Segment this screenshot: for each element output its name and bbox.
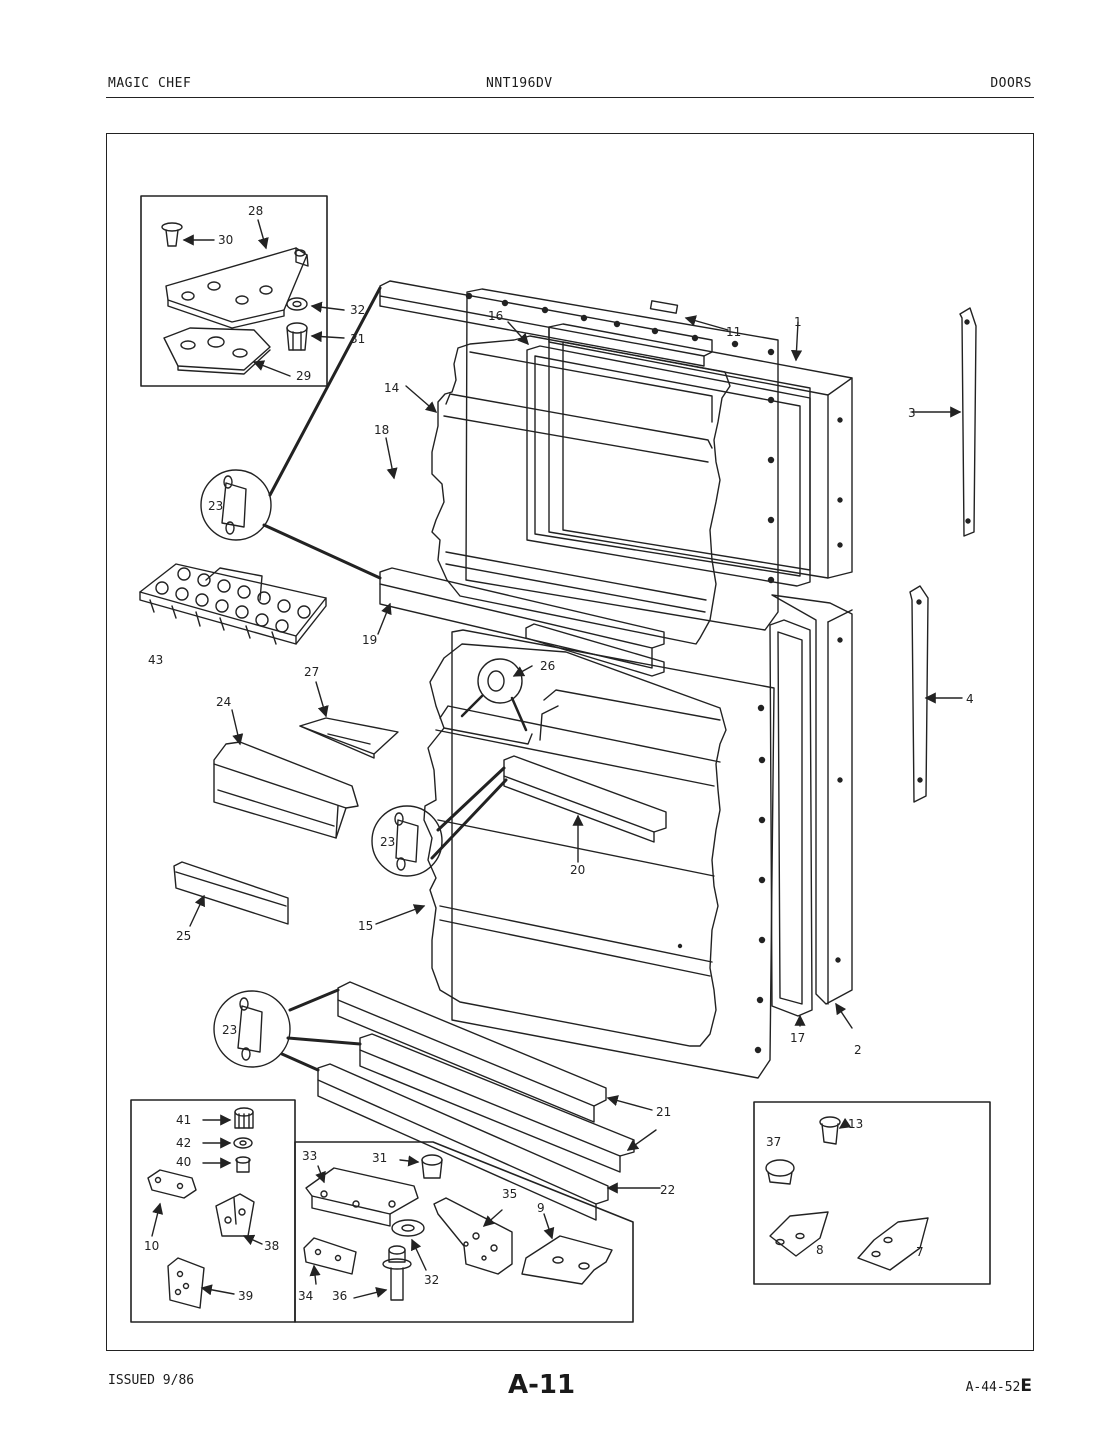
header-brand: MAGIC CHEF (108, 76, 192, 91)
freezer-bottom-bar (379, 567, 665, 669)
dairy-door-cover (299, 717, 399, 759)
screw-icon (161, 222, 183, 247)
callout-8: 8 (816, 1243, 824, 1257)
footer-page-number: A-11 (508, 1370, 576, 1400)
dairy-compartment (213, 741, 359, 839)
egg-tray (139, 563, 327, 645)
callout-21: 21 (656, 1105, 671, 1119)
freezer-shelf-bar (379, 280, 713, 367)
callout-34: 34 (298, 1289, 313, 1303)
callout-27: 27 (304, 665, 319, 679)
callout-33: 33 (302, 1149, 317, 1163)
callout-25: 25 (176, 929, 191, 943)
callout-35: 35 (502, 1187, 517, 1201)
callout-40: 40 (176, 1155, 191, 1169)
callout-16: 16 (488, 309, 503, 323)
callout-19: 19 (362, 633, 377, 647)
fresh-food-door-outer (771, 594, 853, 1005)
callout-37: 37 (766, 1135, 781, 1149)
footer-code-prefix: A-44-52 (965, 1380, 1021, 1395)
callout-29: 29 (296, 369, 311, 383)
footer-document-code: A-44-52E (966, 1376, 1032, 1396)
center-hinge-inset (294, 1141, 634, 1323)
bushing-icon (286, 322, 308, 351)
callout-32: 32 (424, 1273, 439, 1287)
door-stop-inset (753, 1101, 991, 1285)
header-model: NNT196DV (486, 76, 553, 91)
callout-7: 7 (916, 1245, 924, 1259)
top-hinge-inset (140, 195, 345, 387)
callout-24: 24 (216, 695, 231, 709)
freezer-door-liner (431, 288, 779, 645)
callout-31: 31 (350, 332, 365, 346)
callout-32: 32 (350, 303, 365, 317)
diagram-frame (106, 133, 1034, 1351)
callout-14: 14 (384, 381, 399, 395)
footer-code-suffix: E (1020, 1376, 1032, 1396)
callout-39: 39 (238, 1289, 253, 1303)
callout-30: 30 (218, 233, 233, 247)
freezer-door-outer (548, 323, 853, 579)
callout-20: 20 (570, 863, 585, 877)
bottom-hinge-inset (130, 1099, 296, 1323)
header-rule (106, 97, 1034, 98)
callout-23: 23 (222, 1023, 237, 1037)
callout-17: 17 (790, 1031, 805, 1045)
callout-1: 1 (794, 315, 802, 329)
shelf-clip-detail (213, 988, 362, 1072)
header-section: DOORS (990, 76, 1032, 91)
washer-icon (286, 297, 308, 311)
callout-11: 11 (726, 325, 741, 339)
callout-15: 15 (358, 919, 373, 933)
shelf-support-detail (460, 658, 528, 732)
trim-strip (173, 861, 289, 925)
callout-41: 41 (176, 1113, 191, 1127)
callout-9: 9 (537, 1201, 545, 1215)
callout-26: 26 (540, 659, 555, 673)
callout-28: 28 (248, 204, 263, 218)
callout-labels: 1 2 3 4 7 8 9 10 11 13 14 15 16 17 18 19… (144, 204, 974, 1303)
door-shelf-bars-lower (317, 981, 635, 1221)
callout-13: 13 (848, 1117, 863, 1131)
callout-23: 23 (208, 499, 223, 513)
callout-leaders (189, 321, 853, 1194)
fresh-food-gasket (769, 619, 813, 1017)
callout-38: 38 (264, 1239, 279, 1253)
callout-18: 18 (374, 423, 389, 437)
callout-4: 4 (966, 692, 974, 706)
callout-31: 31 (372, 1151, 387, 1165)
footer-issued-date: ISSUED 9/86 (108, 1373, 195, 1388)
shelf-clip-detail (200, 286, 382, 580)
callout-43: 43 (148, 653, 163, 667)
callout-42: 42 (176, 1136, 191, 1150)
nameplate (649, 300, 679, 314)
callout-22: 22 (660, 1183, 675, 1197)
freezer-side-trim (959, 307, 977, 537)
shelf-clip-detail (371, 766, 508, 877)
fresh-food-top-bar (525, 623, 665, 677)
callout-36: 36 (332, 1289, 347, 1303)
callout-23: 23 (380, 835, 395, 849)
hinge-plate-icon (165, 247, 309, 329)
callout-2: 2 (854, 1043, 862, 1057)
freezer-gasket (526, 345, 811, 587)
fresh-food-door-liner (423, 629, 775, 1079)
fresh-food-shelf-bar (503, 755, 667, 843)
callout-3: 3 (908, 406, 916, 420)
fresh-food-side-trim (909, 585, 929, 803)
callout-10: 10 (144, 1239, 159, 1253)
hinge-shim-icon (163, 327, 271, 371)
